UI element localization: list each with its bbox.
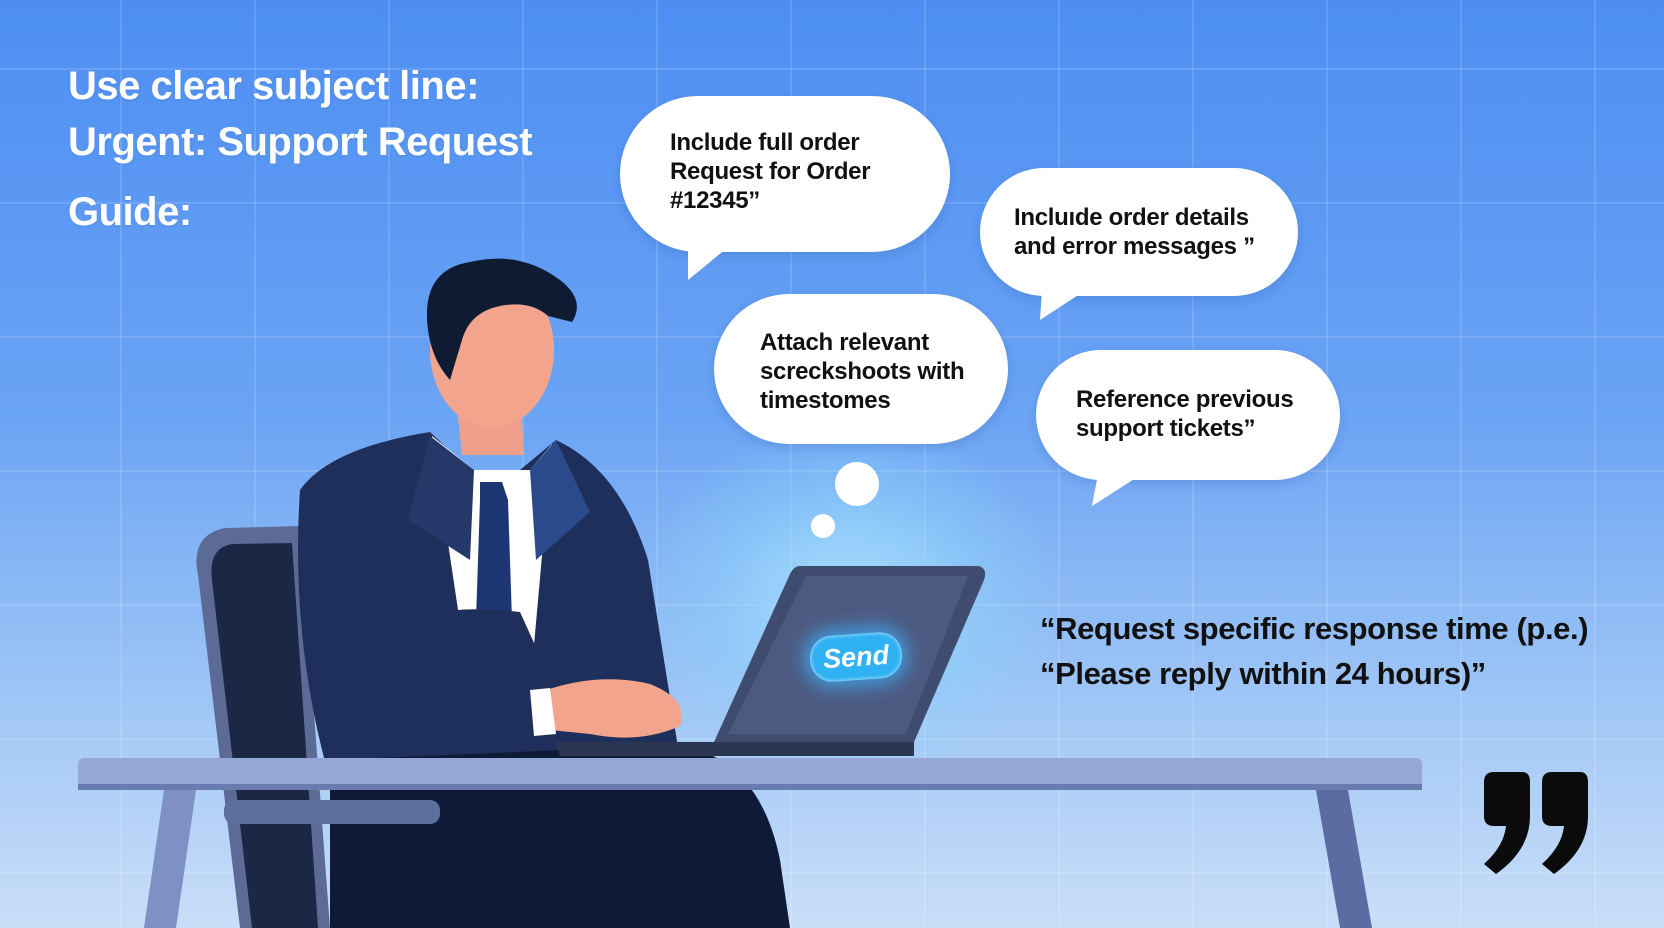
lapel-left [408,436,474,560]
send-button-label: Send [822,639,890,675]
bubble-line: screckshoots with [760,358,965,385]
response-time-line-2: “Please reply within 24 hours)” [1040,656,1486,691]
speech-bubble-order-number [620,96,950,252]
bubble-line: support tickets” [1076,415,1256,442]
speech-bubble-reference [1036,350,1340,480]
bubble-line: Include full order [670,129,860,156]
laptop-base [556,742,914,756]
bubble-line: timestomes [760,387,891,414]
bubble-reference-text: Reference previous support tickets” [1076,385,1294,443]
trousers [330,745,790,928]
headline-line-3: Guide: [68,190,192,234]
speech-bubble-screenshots [714,294,1008,444]
desk-top [78,758,1422,788]
speech-bubble-order-details [980,168,1298,296]
bubble-line: Attach relevant [760,329,929,356]
thought-bubble-icon [811,462,879,538]
lapel-right [530,440,590,560]
arm [384,609,560,732]
send-button[interactable]: Send [808,630,904,684]
speech-bubble-tail [1092,474,1142,506]
chair-armrest [224,800,440,824]
desk-leg [144,790,196,928]
speech-bubble-tail [688,244,732,280]
bubble-line: Reference previous [1076,386,1294,413]
speech-bubble-tail [1040,290,1086,320]
desk-leg [1316,790,1372,928]
hair [426,258,577,380]
shirt-cuff [530,688,556,736]
bubble-line: and error messages ” [1014,233,1255,260]
response-time-line-1: “Request specific response time (p.e.) [1040,611,1589,646]
headline-line-2: Urgent: Support Request [68,120,533,164]
bubble-details-text: Incluıde order details and error message… [1014,203,1255,261]
bubble-screenshots-text: Attach relevant screckshoots with timest… [760,328,965,415]
bubble-order-text: Include full order Request for Order #12… [670,128,871,215]
headline-line-1: Use clear subject line: [68,64,479,108]
bubble-line: Request for Order [670,158,871,185]
bubble-line: Incluıde order details [1014,204,1249,231]
desk-edge [78,784,1422,790]
hand [546,679,682,738]
closing-quote-icon [1484,772,1588,874]
chair-cushion [211,543,318,928]
bubble-line: #12345” [670,187,760,214]
